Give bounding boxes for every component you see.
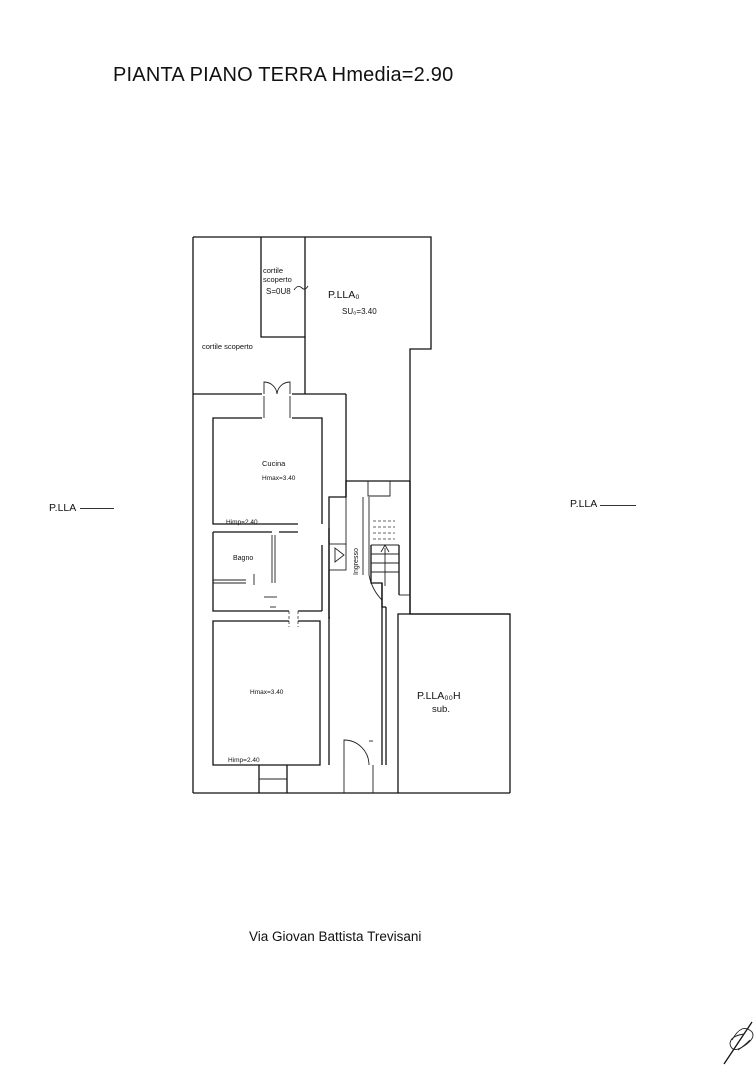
courtyard-small-label-1: cortile [263, 266, 283, 275]
bagno-label: Bagno [233, 555, 253, 562]
camera-hmax-label: Hmax=3.40 [250, 689, 284, 696]
plla-top-label: P.LLA₀ [328, 289, 360, 301]
room-bagno [212, 532, 323, 627]
courtyard-small-label-3: S=0U8 [266, 287, 291, 296]
sub-label: sub. [432, 704, 450, 715]
entrance-door [343, 739, 374, 793]
right-block [397, 613, 510, 793]
small-courtyard [260, 237, 306, 338]
plla-left-leader [80, 508, 114, 509]
su-top-label: SU₀=3.40 [342, 307, 377, 316]
courtyard-small-label-2: scoperto [263, 275, 292, 284]
cucina-label: Cucina [262, 459, 286, 468]
cucina-himp-label: Himp=2.40 [226, 519, 258, 526]
page-title: PIANTA PIANO TERRA Hmedia=2.90 [113, 64, 454, 86]
courtyard-label: cortile scoperto [202, 342, 253, 351]
cucina-hmax-label: Hmax=3.40 [262, 475, 296, 482]
courtyard-double-door [263, 381, 291, 418]
scribble-mark [293, 285, 309, 291]
plla-left-label: P.LLA [49, 502, 77, 514]
signature-icon [723, 1021, 754, 1065]
room-cucina [212, 417, 323, 533]
street-label: Via Giovan Battista Trevisani [249, 929, 422, 944]
staircase [370, 520, 410, 608]
plla-right-block-label: P.LLA₀₀H [417, 690, 461, 702]
courtyard-boundary [193, 337, 347, 497]
corridor-ingresso [328, 481, 391, 765]
camera-himp-label: Himp=2.40 [228, 757, 260, 764]
ingresso-label: Ingresso [353, 548, 360, 575]
plla-right-label: P.LLA [570, 498, 598, 510]
plla-right-leader [600, 505, 636, 506]
outer-walls [192, 236, 511, 794]
room-camera [212, 620, 321, 793]
